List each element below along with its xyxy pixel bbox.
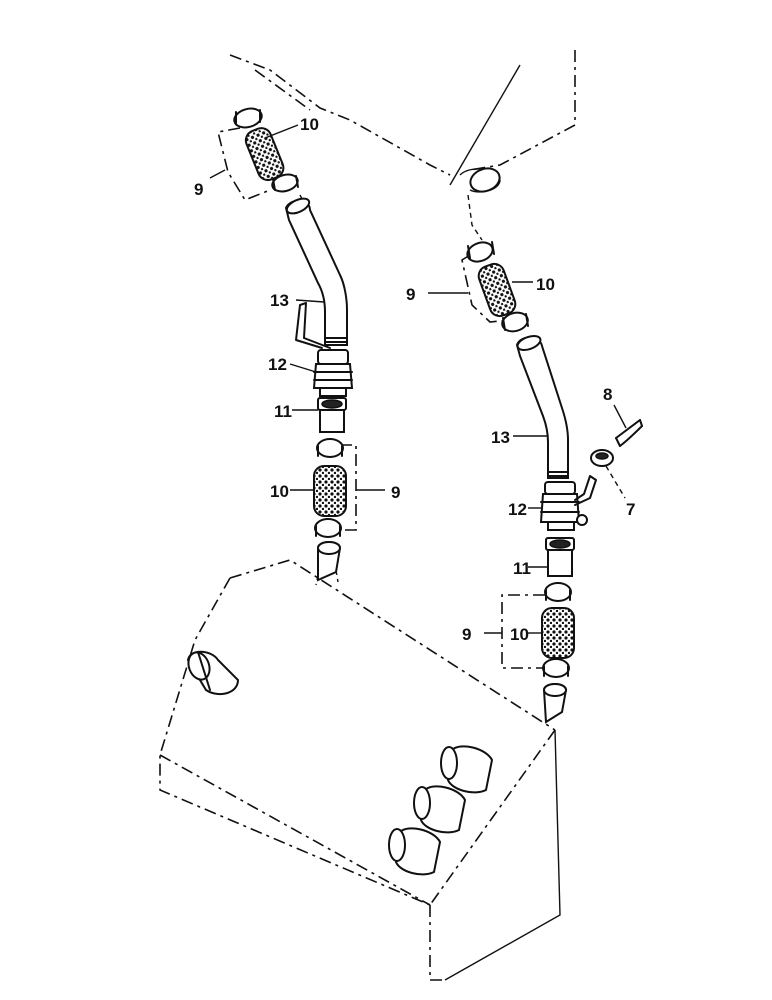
label-right-adapter: 11: [513, 559, 531, 578]
label-right-pipe: 13: [491, 428, 510, 447]
right-ball-valve: [539, 475, 597, 531]
label-right-assembly-lower: 9: [462, 625, 471, 644]
left-upper-hose-assembly: [217, 107, 299, 201]
label-right-assembly-top: 9: [406, 285, 415, 304]
label-right-filter-top: 10: [536, 275, 555, 294]
label-left-pipe: 13: [270, 291, 289, 310]
tank-port-2: [413, 785, 467, 834]
label-right-clip: 8: [603, 385, 612, 404]
tank-port-3: [388, 827, 442, 876]
right-upper-hose-assembly: [461, 194, 529, 333]
right-lower-hose-assembly: [501, 582, 575, 724]
right-adapter: [545, 537, 575, 577]
right-bent-pipe: [515, 335, 569, 479]
label-left-assembly-top: 9: [194, 180, 203, 199]
left-lower-hose-assembly: [313, 438, 357, 586]
label-left-assembly-lower: 9: [391, 483, 400, 502]
label-right-filter-lower: 10: [510, 625, 529, 644]
tank-port-1: [440, 745, 494, 794]
callout-labels: 10 9 13 12 11 10 9 10 9 13 12 11 10 9 8 …: [194, 115, 635, 644]
leader-lines: [209, 124, 627, 634]
label-left-filter-lower: 10: [270, 482, 289, 501]
label-left-valve: 12: [268, 355, 287, 374]
left-ball-valve: [295, 302, 354, 397]
left-adapter: [317, 397, 347, 433]
label-right-valve: 12: [508, 500, 527, 519]
left-bent-pipe: [284, 197, 348, 346]
label-left-adapter: 11: [274, 402, 292, 421]
right-clip-and-cap: [590, 419, 643, 499]
tank: [159, 559, 561, 981]
label-right-cap: 7: [626, 500, 635, 519]
upper-frame-lines: [229, 50, 576, 193]
label-left-filter-top: 10: [300, 115, 319, 134]
